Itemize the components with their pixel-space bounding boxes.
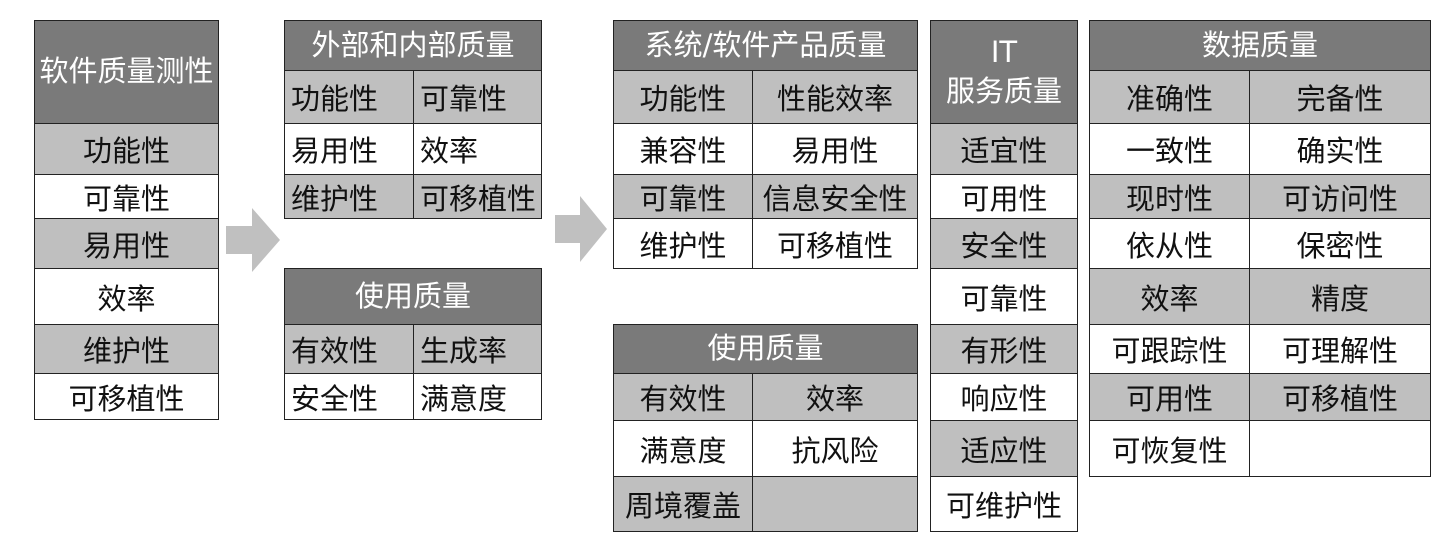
grid-cell: 可移植性	[752, 218, 918, 269]
list-item: 适宜性	[930, 123, 1078, 175]
grid-cell: 周境覆盖	[613, 476, 753, 532]
box-title: 软件质量测性	[34, 20, 219, 124]
list-item: 适应性	[930, 420, 1078, 477]
right-arrow-icon	[226, 208, 280, 272]
box-title: 数据质量	[1089, 20, 1431, 71]
grid-cell	[1249, 420, 1431, 477]
grid-cell: 可理解性	[1249, 324, 1431, 374]
grid-cell: 安全性	[284, 373, 414, 420]
grid-cell: 可跟踪性	[1089, 324, 1250, 374]
grid-cell: 依从性	[1089, 218, 1250, 269]
grid-cell: 抗风险	[752, 420, 918, 477]
list-item: 可靠性	[930, 268, 1078, 325]
grid-cell: 有效性	[613, 373, 753, 421]
list-item: 可用性	[930, 174, 1078, 219]
grid-cell: 有效性	[284, 324, 414, 374]
grid-cell: 信息安全性	[752, 174, 918, 219]
list-item: 响应性	[930, 373, 1078, 421]
grid-cell: 精度	[1249, 268, 1431, 325]
grid-cell: 一致性	[1089, 123, 1250, 175]
grid-cell: 可靠性	[613, 174, 753, 219]
list-item: 易用性	[34, 218, 219, 269]
grid-cell: 功能性	[284, 70, 414, 124]
list-item: 效率	[34, 268, 219, 325]
grid-cell: 可访问性	[1249, 174, 1431, 219]
list-item: 可移植性	[34, 373, 219, 420]
list-item: 功能性	[34, 123, 219, 175]
grid-cell: 性能效率	[752, 70, 918, 124]
box-title: 系统/软件产品质量	[613, 20, 918, 71]
grid-cell: 效率	[752, 373, 918, 421]
list-item: 有形性	[930, 324, 1078, 374]
grid-cell: 确实性	[1249, 123, 1431, 175]
grid-cell: 效率	[413, 123, 542, 175]
grid-cell: 保密性	[1249, 218, 1431, 269]
list-item: 可靠性	[34, 174, 219, 219]
grid-cell: 易用性	[752, 123, 918, 175]
right-arrow-icon	[555, 196, 607, 262]
list-item: 可维护性	[930, 476, 1078, 532]
grid-cell: 维护性	[284, 174, 414, 219]
grid-cell: 维护性	[613, 218, 753, 269]
grid-cell: 效率	[1089, 268, 1250, 325]
grid-cell: 可移植性	[413, 174, 542, 219]
grid-cell: 生成率	[413, 324, 542, 374]
grid-cell: 兼容性	[613, 123, 753, 175]
box-title: 外部和内部质量	[284, 20, 542, 71]
box-title-line: IT	[990, 34, 1018, 69]
box-title: 使用质量	[284, 268, 542, 325]
grid-cell: 可靠性	[413, 70, 542, 124]
grid-cell: 准确性	[1089, 70, 1250, 124]
grid-cell: 满意度	[613, 420, 753, 477]
grid-cell: 易用性	[284, 123, 414, 175]
list-item: 维护性	[34, 324, 219, 374]
grid-cell: 可用性	[1089, 373, 1250, 421]
grid-cell: 可恢复性	[1089, 420, 1250, 477]
grid-cell	[752, 476, 918, 532]
grid-cell: 可移植性	[1249, 373, 1431, 421]
grid-cell: 满意度	[413, 373, 542, 420]
box-title: 使用质量	[613, 324, 918, 374]
grid-cell: 完备性	[1249, 70, 1431, 124]
box-title-line: 服务质量	[945, 74, 1062, 108]
grid-cell: 现时性	[1089, 174, 1250, 219]
list-item: 安全性	[930, 218, 1078, 269]
box-title: IT 服务质量	[930, 20, 1078, 124]
grid-cell: 功能性	[613, 70, 753, 124]
